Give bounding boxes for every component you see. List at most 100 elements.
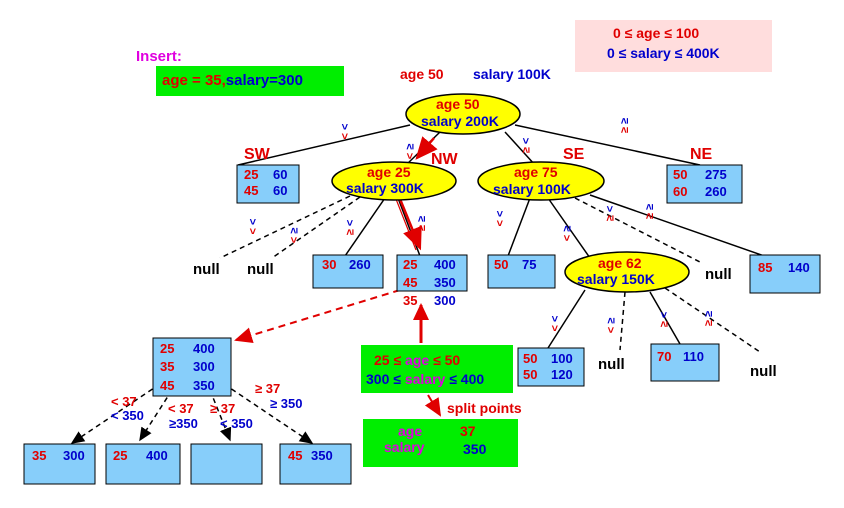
leaf-b4 — [279, 443, 352, 485]
root-nw-edge-label: < ≥ — [404, 143, 417, 160]
bottom-label: < 37 — [168, 401, 194, 416]
bottom-label: ≥ 37 — [210, 401, 236, 416]
edge-62-ne-null — [664, 287, 761, 353]
edge-62-nw-null — [619, 291, 626, 351]
nw-nw-edge-label: < ≥ — [288, 227, 301, 244]
insert-box — [156, 66, 344, 96]
leaf-sw — [236, 164, 300, 204]
age62-age: age 62 — [598, 255, 642, 271]
insert-title: Insert: — [136, 48, 182, 65]
insert-salary: salary=300 — [225, 72, 303, 89]
root-ne-edge-label: ≥ ≥ — [619, 117, 632, 134]
bottom-label: < 37 — [111, 394, 137, 409]
node-nw — [331, 161, 457, 201]
leaf-value: 300 — [434, 293, 456, 308]
leaf-value: 350 — [193, 378, 215, 393]
leaf-value: 350 — [311, 448, 333, 463]
leaf-value: 400 — [193, 341, 215, 356]
leaf-62-se — [650, 343, 720, 382]
leaf-value: 85 — [758, 260, 773, 275]
leaf-value: 50 — [673, 167, 688, 182]
split-salary-range: 300 ≤ salary ≤ 400 — [366, 371, 485, 387]
leaf-value: 100 — [551, 351, 573, 366]
salary-range-text: 0 ≤ salary ≤ 400K — [607, 45, 720, 61]
leaf-value: 140 — [788, 260, 810, 275]
nw-se-edge-label: ≥ < — [344, 219, 357, 236]
leaf-nw-se — [312, 254, 384, 289]
quadrant-se: SE — [563, 146, 585, 163]
null-label: null — [598, 356, 625, 373]
range-box — [575, 20, 772, 72]
leaf-value: 25 — [244, 167, 259, 182]
quadrant-ne: NE — [690, 146, 713, 163]
root-salary: salary 200K — [421, 113, 499, 129]
node-se — [477, 161, 605, 201]
nw-sw-edge-label: < < — [247, 218, 260, 235]
leaf-value: 275 — [705, 167, 727, 182]
leaf-value: 75 — [522, 257, 537, 272]
se-age: age 75 — [514, 164, 558, 180]
root-age: age 50 — [436, 96, 480, 112]
leaf-value: 300 — [63, 448, 85, 463]
edge-62-sw — [547, 289, 586, 349]
node-root — [405, 93, 521, 135]
a62-ne-edge-label: ≥ ≥ — [703, 310, 716, 327]
split-salary-word: salary — [384, 439, 425, 455]
leaf-value: 70 — [657, 349, 672, 364]
split-range-box — [361, 345, 513, 393]
leaf-value: 30 — [322, 257, 337, 272]
leaf-value: 260 — [349, 257, 371, 272]
leaf-se-nw — [487, 254, 556, 289]
leaf-b2 — [105, 443, 181, 485]
leaf-value: 25 — [160, 341, 175, 356]
leaf-value: 50 — [523, 367, 538, 382]
se-sw-edge-label: < ≥ — [561, 225, 574, 242]
a62-se-edge-label: ≥ < — [658, 311, 671, 328]
edge-root-ne — [514, 124, 701, 166]
root-sw-edge-label: < < — [339, 123, 352, 140]
se-se-edge-label: ≥ < — [604, 205, 617, 222]
insert-age: age = 35, — [162, 72, 226, 89]
edge-se-sw — [547, 197, 591, 259]
leaf-value: 35 — [160, 359, 175, 374]
split-age-value: 37 — [460, 423, 476, 439]
nw-age: age 25 — [367, 164, 411, 180]
age62-salary: salary 150K — [577, 271, 655, 287]
leaf-value: 45 — [160, 378, 175, 393]
null-label: null — [247, 261, 274, 278]
split-points-label: split points — [447, 400, 522, 416]
split-arrow — [234, 289, 401, 343]
split-age-range: 25 ≤ age ≤ 50 — [374, 352, 461, 368]
leaf-value: 35 — [32, 448, 47, 463]
leaf-value: 25 — [403, 257, 418, 272]
leaf-value: 110 — [683, 349, 704, 364]
leaf-value: 300 — [193, 359, 215, 374]
leaf-nw-ne — [396, 254, 468, 292]
bottom-label: ≥350 — [169, 416, 198, 431]
null-label: null — [750, 363, 777, 380]
leaf-value: 50 — [494, 257, 509, 272]
leaf-ne — [666, 164, 743, 204]
se-nw-edge-label: < < — [494, 210, 507, 227]
bottom-label: < 350 — [111, 408, 144, 423]
path-nw-ne — [398, 198, 422, 251]
nw-ne-edge-label: ≥ ≥ — [416, 215, 429, 232]
leaf-b1 — [23, 443, 96, 485]
leaf-value: 260 — [705, 184, 727, 199]
leaf-value: 400 — [434, 257, 456, 272]
edge-nw-sw-null — [219, 195, 351, 259]
leaf-value: 45 — [244, 183, 259, 198]
se-salary: salary 100K — [493, 181, 571, 197]
insert-query: age = 35,salary=300 — [162, 73, 303, 88]
leaf-value: 400 — [146, 448, 168, 463]
leaf-value: 45 — [288, 448, 303, 463]
se-ne-edge-label: ≥ ≥ — [644, 203, 657, 220]
split-age-word: age — [398, 423, 423, 439]
split-points-arrow — [424, 394, 442, 417]
leaf-value: 350 — [434, 275, 456, 290]
quadrant-nw: NW — [431, 151, 458, 168]
edge-62-se — [649, 291, 681, 345]
leaf-value: 60 — [673, 184, 688, 199]
leaf-value: 120 — [551, 367, 573, 382]
